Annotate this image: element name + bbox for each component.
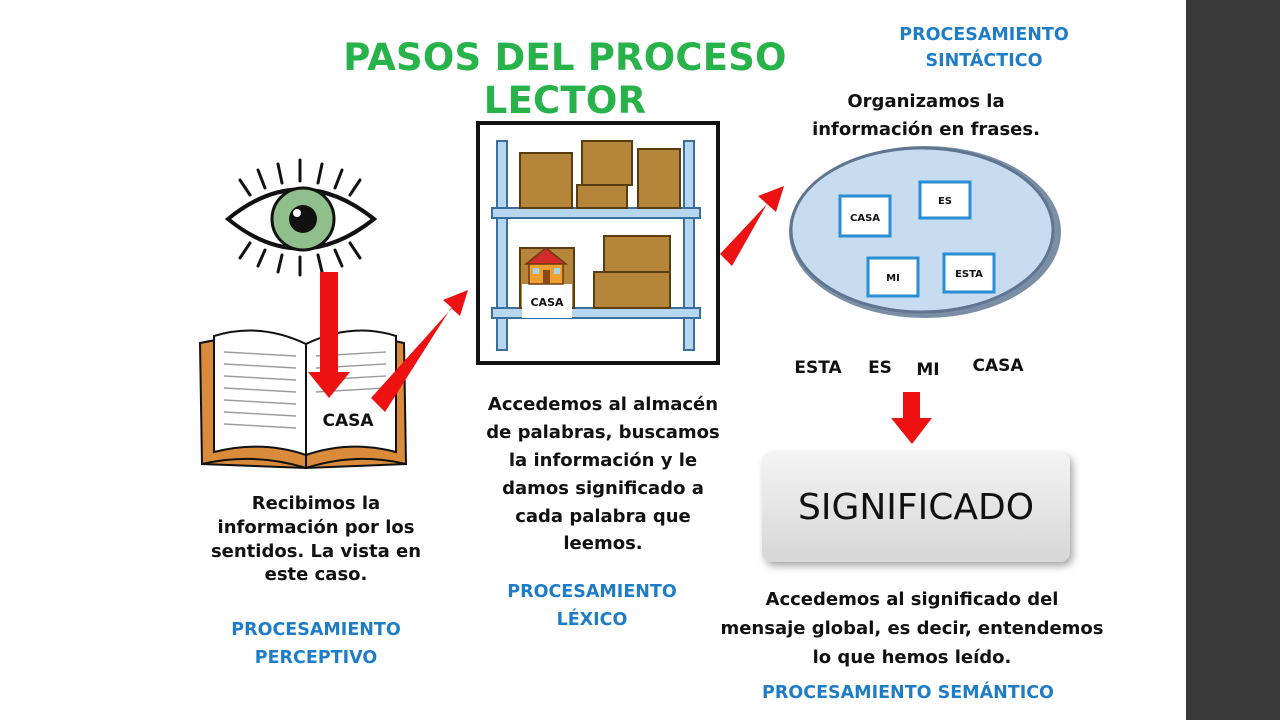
down-arrow-icon (891, 392, 932, 444)
text-line: Accedemos al almacén (487, 394, 719, 415)
sentence-word: ESTA (794, 358, 842, 378)
text-line: SINTÁCTICO (925, 51, 1043, 72)
book-icon: CASA (198, 329, 408, 470)
bubble-word: ESTA (955, 269, 983, 280)
eye-icon (224, 158, 378, 277)
diagram-title: PASOS DEL PROCESO LECTOR (343, 36, 787, 122)
text-line: Accedemos al significado del (765, 589, 1059, 610)
side-panel (1186, 0, 1280, 720)
lexical-description: Accedemos al almacén de palabras, buscam… (470, 391, 736, 558)
down-arrow-icon (308, 272, 350, 398)
text-line: PROCESAMIENTO (899, 25, 1069, 45)
text-line: LÉXICO (556, 610, 628, 630)
text-line: cada palabra que (515, 505, 691, 527)
text-line: leemos. (563, 533, 643, 555)
significado-box: SIGNIFICADO (762, 452, 1070, 562)
text-line: Organizamos la (847, 91, 1005, 112)
text-line: lo que hemos leído. (812, 646, 1012, 668)
diagonal-arrow-icon (720, 186, 784, 266)
text-line: PERCEPTIVO (254, 648, 378, 668)
significado-text: SIGNIFICADO (797, 486, 1035, 528)
sentence-word: CASA (972, 356, 1024, 376)
text-line: PROCESAMIENTO (231, 620, 401, 640)
text-line: sentidos. La vista en (210, 540, 422, 562)
semantic-label: PROCESAMIENTO SEMÁNTICO (762, 683, 1054, 703)
text-line: PROCESAMIENTO (507, 582, 677, 602)
house-icon (523, 247, 569, 285)
semantic-description: Accedemos al significado del mensaje glo… (716, 586, 1108, 672)
bubble-word: CASA (850, 213, 880, 224)
text-line: damos significado a (502, 477, 704, 499)
perceptual-description: Recibimos la información por los sentido… (196, 492, 436, 587)
sentence: ESTA ES MI CASA (794, 356, 1024, 380)
text-line: de palabras, buscamos (486, 421, 720, 443)
book-word: CASA (322, 411, 374, 431)
bubble-word: ES (938, 196, 952, 207)
syntactic-label: PROCESAMIENTO SINTÁCTICO (870, 22, 1098, 75)
text-line: información por los (217, 516, 415, 538)
perceptual-label: PROCESAMIENTO PERCEPTIVO (196, 616, 436, 672)
lexical-label: PROCESAMIENTO LÉXICO (470, 578, 714, 634)
thought-bubble-icon: CASA ES MI ESTA (789, 146, 1061, 318)
sentence-word: MI (916, 360, 939, 380)
syntactic-description: Organizamos la información en frases. (784, 88, 1068, 144)
sentence-word: ES (868, 358, 892, 378)
word-store-icon: CASA (476, 121, 720, 365)
text-line: la información y le (508, 449, 698, 471)
text-line: este caso. (264, 564, 368, 586)
text-line: mensaje global, es decir, entendemos (720, 617, 1104, 639)
arrows (308, 186, 932, 444)
text-line: información en frases. (812, 118, 1040, 140)
bubble-word: MI (886, 273, 900, 284)
diagonal-arrow-icon (371, 290, 468, 412)
shelf-tag: CASA (530, 296, 564, 309)
text-line: Recibimos la (251, 493, 381, 514)
